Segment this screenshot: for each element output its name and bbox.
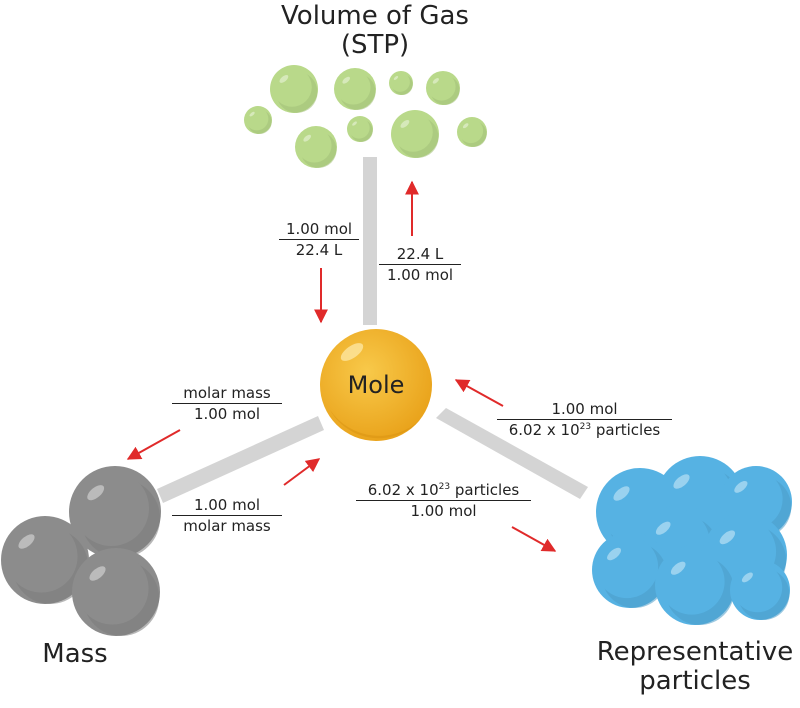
fraction-numerator: 1.00 mol	[497, 400, 672, 421]
gas-title-line1: Volume of Gas	[281, 1, 469, 31]
arrow-mass-to-mole	[283, 458, 321, 486]
fraction-mass-to-mole: 1.00 mol molar mass	[172, 496, 282, 536]
exponent-text: 23	[579, 422, 592, 433]
connector-mass	[157, 416, 324, 503]
mass-sphere	[69, 466, 161, 558]
coefficient-text: 6.02 x 10	[367, 481, 439, 499]
gas-bubble	[295, 126, 337, 168]
gas-bubble	[457, 117, 487, 147]
mass-sphere	[72, 548, 160, 636]
unit-text: particles	[591, 421, 661, 440]
fraction-denominator: molar mass	[183, 517, 271, 536]
conversion-arrows	[126, 180, 557, 552]
gas-bubble	[426, 71, 460, 105]
particles-title: Representative particles	[590, 638, 800, 695]
particles-title-line1: Representative	[596, 637, 794, 667]
gas-title: Volume of Gas (STP)	[240, 2, 510, 59]
mass-sphere	[1, 516, 89, 604]
fraction-numerator: molar mass	[172, 384, 282, 405]
fraction-numerator: 1.00 mol	[279, 220, 359, 241]
gas-bubbles-icon	[244, 65, 487, 168]
arrow-mole-to-particles	[511, 526, 557, 552]
fraction-gas-to-mole: 1.00 mol 22.4 L	[279, 220, 359, 260]
coefficient-text: 6.02 x 10	[508, 421, 580, 440]
mass-spheres-icon	[1, 466, 161, 636]
gas-bubble	[334, 68, 376, 110]
particle-sphere	[592, 532, 668, 608]
fraction-mole-to-gas: 22.4 L 1.00 mol	[379, 245, 461, 285]
particle-sphere	[655, 545, 735, 625]
fraction-denominator: 1.00 mol	[410, 502, 477, 521]
mass-label: Mass	[42, 639, 108, 669]
connector-bars	[157, 157, 588, 503]
gas-bubble	[244, 106, 272, 134]
particle-sphere	[730, 560, 790, 620]
fraction-particles-to-mole: 1.00 mol 6.02 x 1023 particles	[497, 400, 672, 440]
gas-bubble	[389, 71, 413, 95]
connector-gas	[363, 157, 377, 325]
fraction-mole-to-particles: 6.02 x 1023 particles 1.00 mol	[356, 481, 531, 521]
unit-text: particles	[450, 481, 520, 499]
arrow-particles-to-mole	[454, 379, 504, 407]
fraction-denominator: 22.4 L	[295, 241, 343, 260]
gas-title-line2: (STP)	[340, 29, 410, 60]
gas-bubble	[347, 116, 373, 142]
exponent-text: 23	[438, 482, 451, 492]
gas-bubble	[270, 65, 318, 113]
fraction-numerator: 22.4 L	[379, 245, 461, 266]
gas-bubble	[391, 110, 439, 158]
arrow-mole-to-mass	[126, 429, 181, 460]
fraction-mole-to-mass: molar mass 1.00 mol	[172, 384, 282, 424]
particles-title-line2: particles	[639, 665, 751, 696]
connector-particles	[436, 408, 588, 499]
fraction-denominator: 6.02 x 1023 particles	[497, 420, 672, 439]
mole-label: Mole	[347, 371, 405, 399]
fraction-denominator: 1.00 mol	[386, 266, 454, 285]
particle-cluster-icon	[592, 456, 792, 625]
fraction-numerator: 6.02 x 1023 particles	[356, 481, 531, 502]
fraction-numerator: 1.00 mol	[172, 496, 282, 517]
fraction-denominator: 1.00 mol	[193, 405, 261, 424]
mole-ball-icon	[320, 329, 432, 441]
